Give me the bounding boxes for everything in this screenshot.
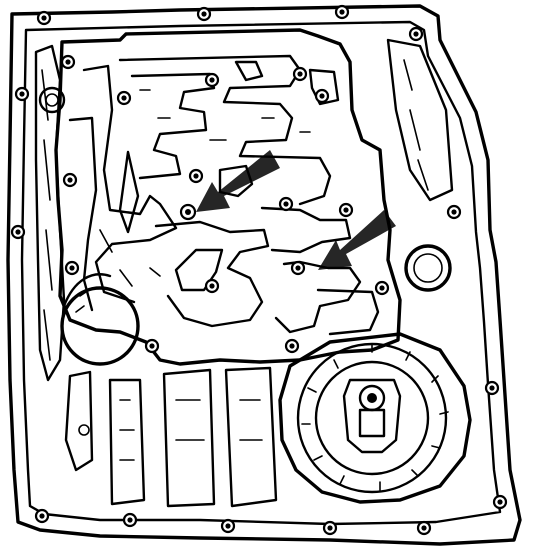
bolt-icon <box>338 202 354 218</box>
bolt-icon <box>196 6 212 22</box>
valve-body-passages <box>68 54 380 336</box>
bolt-icon <box>204 278 220 294</box>
valve-body-outline <box>54 28 402 366</box>
bolt-icon <box>116 90 132 106</box>
bolt-icon <box>284 338 300 354</box>
bolt-icon <box>374 280 390 296</box>
bolt-icon <box>204 72 220 88</box>
bolt-icon <box>484 380 500 396</box>
bolt-icon <box>36 10 52 26</box>
accumulator-plug <box>404 244 452 292</box>
bolt-icon <box>34 508 50 524</box>
left-rib-shading <box>41 69 53 361</box>
bolt-icon <box>492 494 508 510</box>
bolt-icon <box>220 518 236 534</box>
bolt-icon <box>60 54 76 70</box>
bolt-icon <box>408 26 424 42</box>
callout-arrow-icon <box>318 210 396 270</box>
bolt-icon <box>322 520 338 536</box>
valve-body-bolts <box>60 54 390 354</box>
port-plug <box>38 86 66 114</box>
bolt-icon <box>64 260 80 276</box>
bolt-icon <box>10 224 26 240</box>
bolt-icon <box>14 86 30 102</box>
bolt-icon <box>144 338 160 354</box>
bolt-icon <box>278 196 294 212</box>
bolt-icon <box>334 4 350 20</box>
right-rib-shading <box>403 59 429 191</box>
bolt-icon <box>446 204 462 220</box>
callout-arrow-icon <box>196 150 280 212</box>
pan-rail-bolts <box>10 4 508 536</box>
case-outline <box>6 4 522 546</box>
bolt-icon <box>179 203 197 221</box>
bolt-icon <box>290 260 306 276</box>
bolt-icon <box>292 66 308 82</box>
lower-case-ribs <box>64 366 278 508</box>
bolt-icon <box>314 88 330 104</box>
accumulator-piston-icon <box>278 332 472 504</box>
right-case-rib <box>386 38 454 202</box>
cover-ribs <box>301 343 449 491</box>
bolt-icon <box>188 168 204 184</box>
bolt-icon <box>122 512 138 528</box>
bolt-icon <box>62 172 78 188</box>
filter-screen-icon <box>60 273 140 366</box>
case-inner-rail <box>20 20 502 526</box>
bolt-icon <box>416 520 432 536</box>
